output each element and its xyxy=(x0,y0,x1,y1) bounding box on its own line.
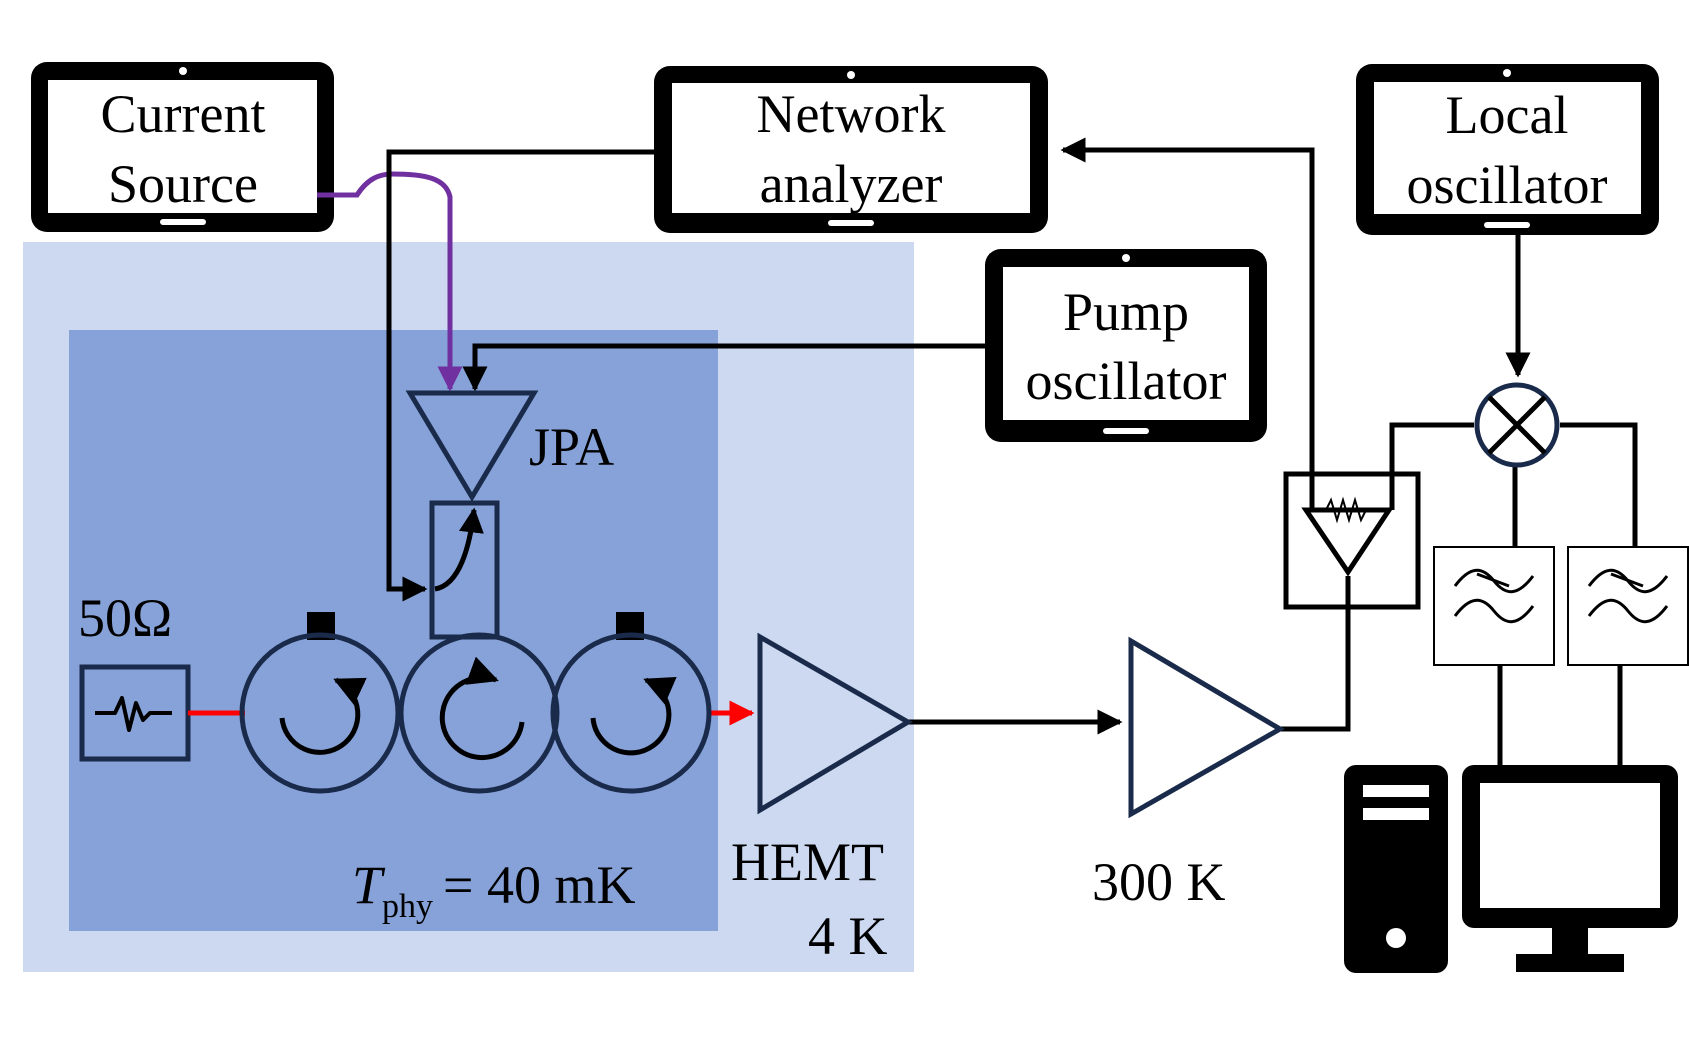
jpa-coupler-curve xyxy=(434,507,484,592)
stage-40mk-background xyxy=(69,330,718,931)
resistor-label: 50Ω xyxy=(78,588,172,648)
hemt-temperature-label: 4 K xyxy=(808,906,888,966)
splitter-resistor-icon xyxy=(1312,496,1389,524)
room-temp-amplifier-icon xyxy=(1128,636,1285,819)
pump-line xyxy=(462,343,985,392)
splitter-box xyxy=(1283,471,1421,610)
network-analyzer-label-line1: Network xyxy=(757,84,946,144)
network-analyzer-instrument: Network analyzer xyxy=(654,66,1048,233)
circulator-2 xyxy=(398,632,560,794)
network-analyzer-label-line2: analyzer xyxy=(760,154,943,214)
local-oscillator-instrument: Local oscillator xyxy=(1356,64,1659,235)
circulator-3 xyxy=(550,612,712,794)
mixer-icon xyxy=(1474,382,1560,468)
mixer-to-filter-right-line xyxy=(1560,422,1638,547)
jpa-amplifier-icon xyxy=(405,390,539,502)
circulator-1 xyxy=(239,612,401,794)
current-source-label-line1: Current xyxy=(101,84,266,144)
bias-line xyxy=(317,171,463,392)
computer-tower-icon xyxy=(1344,765,1448,973)
pump-oscillator-label-line2: oscillator xyxy=(1026,351,1227,411)
circulator-3-direction-icon xyxy=(590,677,677,756)
room-temp-output-line xyxy=(1280,576,1351,732)
splitter-to-mixer-line xyxy=(1389,422,1474,510)
local-oscillator-label-line2: oscillator xyxy=(1407,155,1608,215)
filter-right-icon xyxy=(1567,546,1689,666)
room-temp-label: 300 K xyxy=(1092,852,1226,912)
current-source-instrument: Current Source xyxy=(31,62,334,232)
filter-left-icon xyxy=(1433,546,1555,666)
network-analyzer-return-line xyxy=(1060,137,1315,510)
current-source-label-line2: Source xyxy=(108,154,258,214)
termination-resistor-icon xyxy=(95,696,172,732)
pump-oscillator-label-line1: Pump xyxy=(1063,282,1189,342)
network-analyzer-drive-line xyxy=(386,149,654,602)
local-oscillator-label-line1: Local xyxy=(1446,85,1569,145)
jpa-label: JPA xyxy=(529,417,614,477)
base-temperature-label: Tphy= 40 mK xyxy=(352,855,636,925)
splitter-triangle-icon xyxy=(1301,507,1394,577)
circulator-2-direction-icon xyxy=(439,656,525,761)
hemt-label: HEMT xyxy=(731,832,884,892)
computer-monitor-icon xyxy=(1462,765,1678,972)
circulator-1-direction-icon xyxy=(279,677,367,755)
pump-oscillator-instrument: Pump oscillator xyxy=(985,249,1267,442)
hemt-amplifier-icon xyxy=(757,632,913,815)
